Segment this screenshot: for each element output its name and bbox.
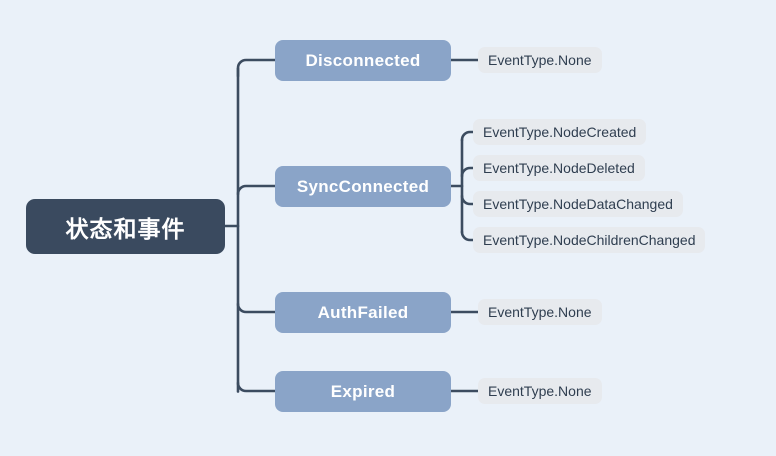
leaf-chip-expired-none[interactable]: EventType.None xyxy=(478,378,602,404)
leaf-chip-node-created[interactable]: EventType.NodeCreated xyxy=(473,119,647,145)
branch-node-disconnected[interactable]: Disconnected xyxy=(275,40,451,81)
branch-node-authfailed[interactable]: AuthFailed xyxy=(275,292,451,333)
branch-node-syncconnected[interactable]: SyncConnected xyxy=(275,166,451,207)
branch-node-label: Disconnected xyxy=(305,50,421,70)
elbow-authfailed xyxy=(236,302,277,314)
root-node-label: 状态和事件 xyxy=(65,215,186,242)
elbow-nodedatachanged xyxy=(460,194,475,206)
leaf-chip-authfailed-none[interactable]: EventType.None xyxy=(478,299,602,325)
leaf-chip-node-data-changed[interactable]: EventType.NodeDataChanged xyxy=(473,191,683,217)
leaf-chip-label: EventType.NodeDataChanged xyxy=(483,196,673,212)
leaf-chip-label: EventType.None xyxy=(488,304,592,320)
leaf-chip-label: EventType.NodeDeleted xyxy=(483,160,635,176)
leaf-chip-label: EventType.NodeCreated xyxy=(483,124,637,140)
branch-node-expired[interactable]: Expired xyxy=(275,371,451,412)
leaf-chip-label: EventType.None xyxy=(488,383,592,399)
root-node[interactable]: 状态和事件 xyxy=(26,199,225,254)
elbow-nodedeleted xyxy=(460,166,475,178)
elbow-expired xyxy=(236,381,277,393)
elbow-syncconnected xyxy=(236,184,277,196)
elbow-disconnected xyxy=(236,58,277,78)
elbow-nodecreated xyxy=(460,130,475,142)
branch-node-label: Expired xyxy=(330,381,396,401)
branch-node-label: AuthFailed xyxy=(317,302,409,322)
leaf-chip-node-children-changed[interactable]: EventType.NodeChildrenChanged xyxy=(473,227,706,253)
leaf-chip-node-deleted[interactable]: EventType.NodeDeleted xyxy=(473,155,645,181)
leaf-chip-label: EventType.NodeChildrenChanged xyxy=(483,232,696,248)
leaf-chip-disconnected-none[interactable]: EventType.None xyxy=(478,47,602,73)
elbow-nodechildrenchanged xyxy=(460,230,475,242)
leaf-chip-label: EventType.None xyxy=(488,52,592,68)
branch-node-label: SyncConnected xyxy=(296,176,430,196)
